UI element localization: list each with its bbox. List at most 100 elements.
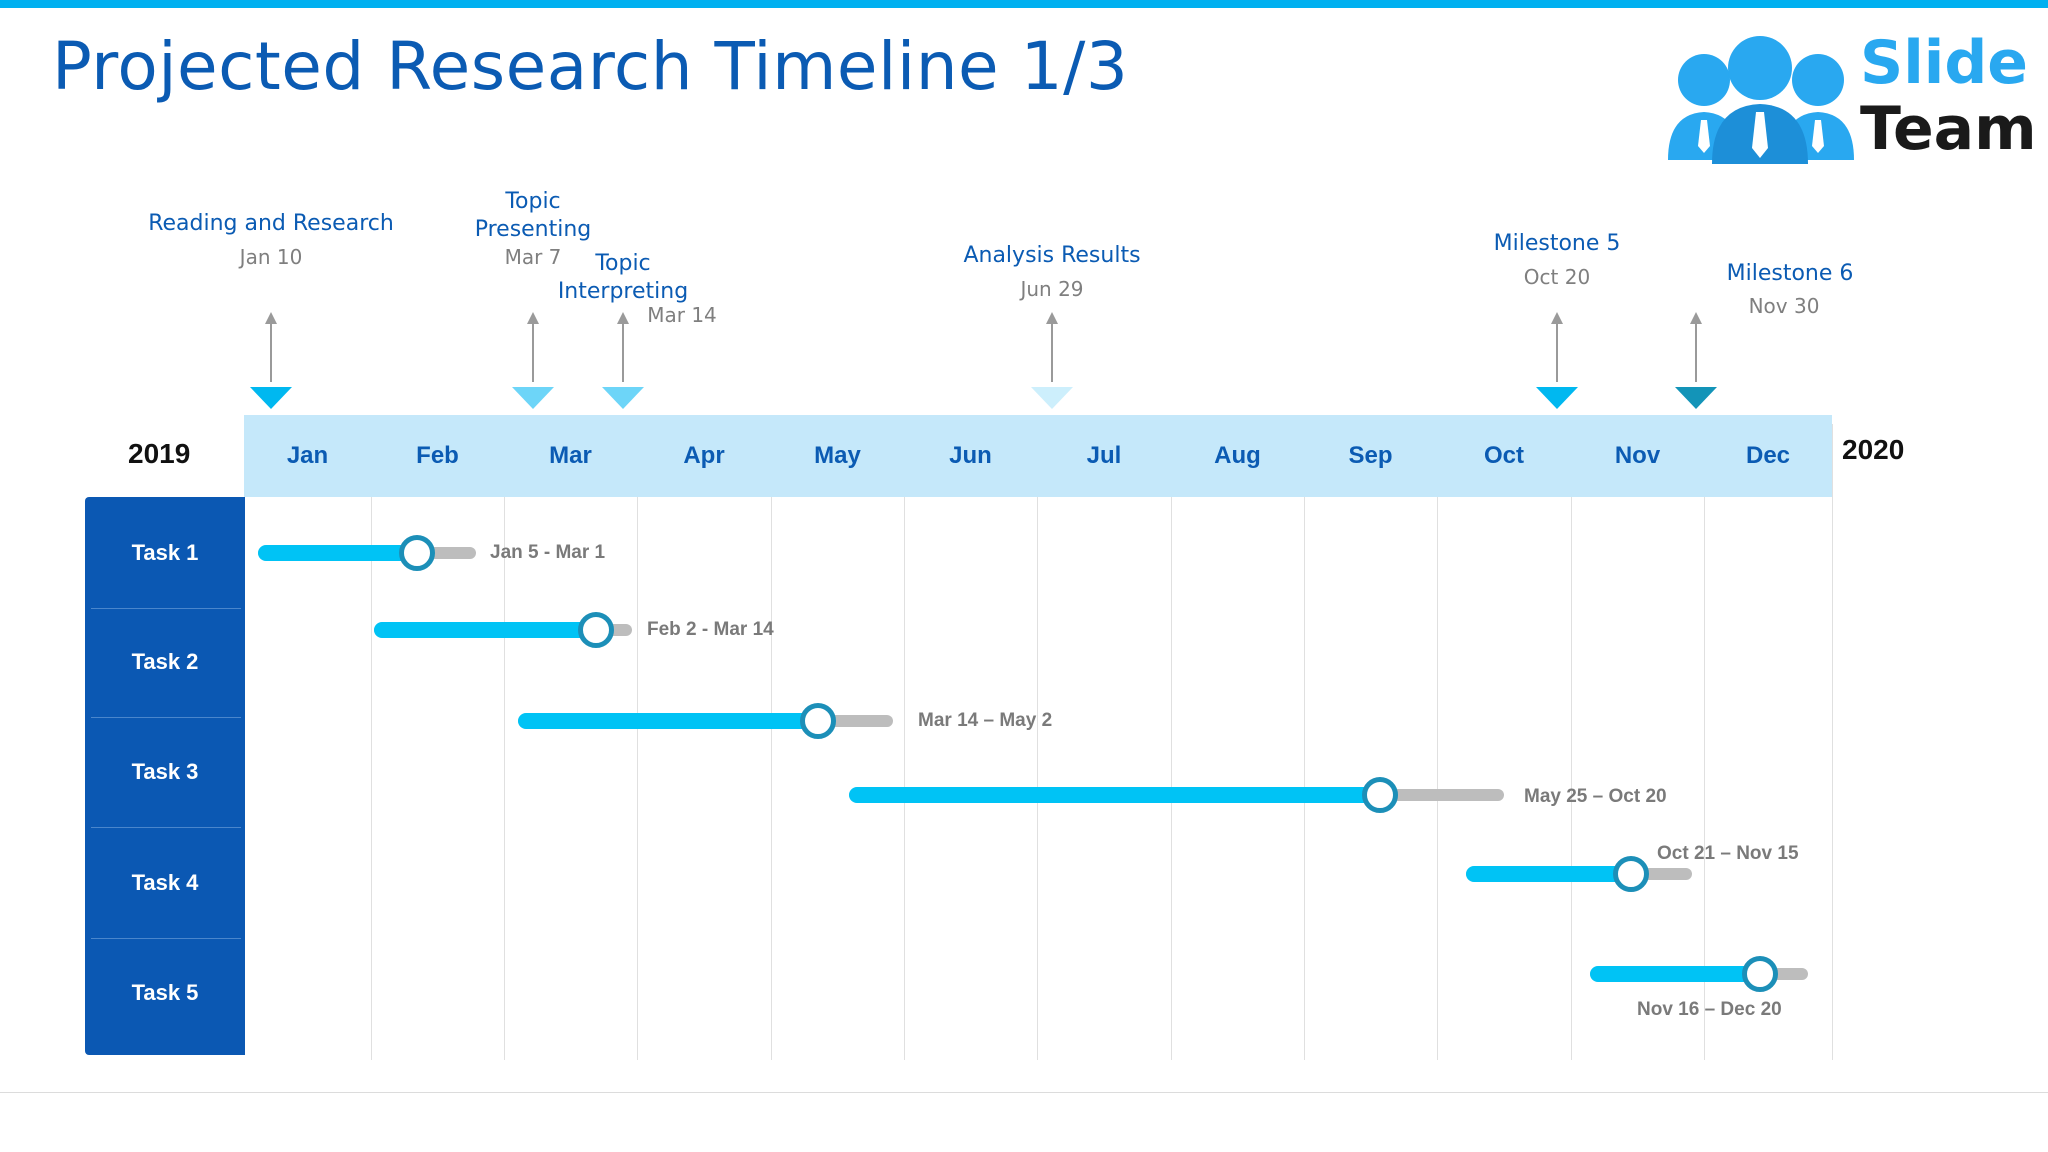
task-label-4: Task 4	[131, 870, 199, 895]
milestone-label-line: Interpreting	[557, 279, 689, 304]
milestone-label: Reading and Research	[148, 210, 394, 238]
milestone-label: Analysis Results	[963, 242, 1140, 270]
milestone-date: Nov 30	[1748, 294, 1820, 318]
milestone-connector	[1556, 322, 1558, 382]
task-bar-handle[interactable]	[1361, 777, 1398, 813]
grid-line	[504, 424, 505, 1060]
milestone-connector	[1695, 322, 1697, 382]
task-bar-progress	[258, 545, 418, 561]
grid-line	[1437, 424, 1438, 1060]
task-date-range: Nov 16 – Dec 20	[1637, 999, 1782, 1020]
up-arrow-icon	[1690, 312, 1702, 324]
month-label-jun: Jun	[949, 442, 992, 469]
milestone-date: Jan 10	[239, 245, 303, 269]
task-bar-progress	[518, 713, 818, 729]
task-label-5: Task 5	[131, 980, 199, 1005]
milestone-label-line: Reading and Research	[148, 211, 394, 236]
task-bar-handle[interactable]	[1612, 856, 1649, 892]
task-separator	[91, 717, 241, 718]
task-bar-handle[interactable]	[800, 703, 836, 739]
milestone-label-line: Topic	[595, 251, 651, 276]
task-date-range: Oct 21 – Nov 15	[1657, 843, 1799, 864]
milestone-label-line: Milestone 6	[1726, 261, 1854, 286]
month-label-apr: Apr	[683, 442, 725, 469]
task-date-range: Mar 14 – May 2	[918, 710, 1053, 731]
people-group-icon	[1668, 36, 1854, 164]
grid-line	[1304, 424, 1305, 1060]
brand-logo: Slide Team	[1660, 28, 2037, 168]
task-bar-progress	[374, 622, 596, 638]
task-date-range: May 25 – Oct 20	[1524, 786, 1667, 807]
up-arrow-icon	[1551, 312, 1563, 324]
page-title: Projected Research Timeline 1/3	[52, 28, 1129, 105]
milestone-marker-icon	[1031, 387, 1073, 409]
task-bar-progress	[1590, 966, 1761, 982]
milestone-date: Jun 29	[1020, 277, 1084, 301]
milestone-date: Oct 20	[1523, 265, 1591, 289]
grid-line	[1704, 424, 1705, 1060]
month-label-sep: Sep	[1348, 442, 1393, 469]
task-date-range: Jan 5 - Mar 1	[490, 542, 606, 563]
milestone-connector	[622, 322, 624, 382]
grid-line	[371, 424, 372, 1060]
task-bar-progress	[1466, 866, 1631, 882]
milestone-marker-icon	[250, 387, 292, 409]
task-bar-handle[interactable]	[1742, 956, 1779, 992]
year-start-label: 2019	[128, 438, 191, 469]
grid-line	[1832, 424, 1833, 1060]
month-label-mar: Mar	[549, 442, 592, 469]
top-accent-bar	[0, 0, 2048, 8]
milestone-connector	[532, 322, 534, 382]
grid-line	[1571, 424, 1572, 1060]
up-arrow-icon	[527, 312, 539, 324]
grid-line	[637, 424, 638, 1060]
month-label-jul: Jul	[1086, 442, 1122, 469]
milestone-label-line: Analysis Results	[963, 243, 1141, 268]
task-label-2: Task 2	[131, 649, 199, 674]
task-date-range: Feb 2 - Mar 14	[647, 619, 774, 640]
up-arrow-icon	[265, 312, 277, 324]
milestone-label-line: Presenting	[474, 217, 592, 242]
up-arrow-icon	[1046, 312, 1058, 324]
milestone-connector	[270, 322, 272, 382]
task-label-3: Task 3	[131, 759, 199, 784]
month-label-aug: Aug	[1214, 442, 1261, 469]
month-label-jan: Jan	[286, 442, 329, 469]
milestone-label-line: Milestone 5	[1493, 231, 1621, 256]
up-arrow-icon	[617, 312, 629, 324]
task-bar-handle[interactable]	[577, 612, 614, 648]
milestone-date: Mar 7	[504, 245, 562, 269]
month-label-dec: Dec	[1745, 442, 1791, 469]
grid-line	[771, 424, 772, 1060]
month-label-may: May	[814, 442, 861, 469]
milestone-label-line: Topic	[505, 189, 561, 214]
logo-text-slide: Slide	[1860, 28, 2028, 98]
task-bar-handle[interactable]	[399, 535, 436, 571]
footer-divider	[0, 1092, 2048, 1093]
month-header-bar: Jan Feb Mar Apr May Jun Jul Aug Sep Oct Nov Dec	[244, 415, 1832, 497]
task-separator	[91, 938, 241, 939]
milestone-label: Milestone 6	[1727, 260, 1854, 288]
task-label-panel: Task 1 Task 2 Task 3 Task 4 Task 5	[85, 497, 245, 1055]
task-separator	[91, 827, 241, 828]
task-separator	[91, 608, 241, 609]
logo-text-team: Team	[1860, 94, 2037, 164]
year-end-label: 2020	[1842, 434, 1905, 465]
month-label-feb: Feb	[416, 442, 459, 469]
milestone-connector	[1051, 322, 1053, 382]
milestone-label: Milestone 5	[1494, 230, 1621, 258]
grid-line	[1171, 424, 1172, 1060]
task-label-1: Task 1	[131, 540, 199, 565]
milestone-marker-icon	[602, 387, 644, 409]
month-label-nov: Nov	[1614, 442, 1661, 469]
milestone-marker-icon	[512, 387, 554, 409]
grid-line	[1037, 424, 1038, 1060]
milestone-date: Mar 14	[647, 303, 717, 327]
milestone-marker-icon	[1675, 387, 1717, 409]
milestone-marker-icon	[1536, 387, 1578, 409]
grid-line	[904, 424, 905, 1060]
task-bar-progress	[849, 787, 1380, 803]
month-label-oct: Oct	[1483, 442, 1524, 469]
